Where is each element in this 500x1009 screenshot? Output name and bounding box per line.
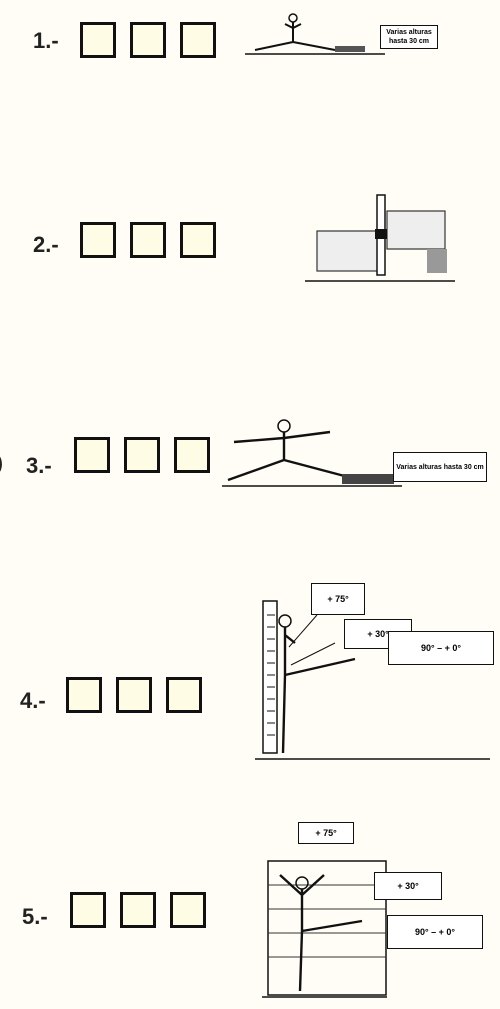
angle-label: + 75°: [298, 822, 354, 844]
checkbox[interactable]: [174, 437, 210, 473]
checkbox[interactable]: [166, 677, 202, 713]
height-label: Varias alturas hasta 30 cm: [393, 452, 487, 482]
split-exercise-illustration: [222, 419, 402, 487]
height-label: Varias alturas hasta 30 cm: [380, 25, 438, 49]
checkbox[interactable]: [80, 22, 116, 58]
exercise-number: 1.-: [33, 28, 59, 53]
checkbox[interactable]: [124, 437, 160, 473]
leg-raise-illustration: [262, 860, 387, 998]
checkbox[interactable]: [66, 677, 102, 713]
edge-mark: ): [0, 450, 3, 476]
split-exercise-illustration: [245, 13, 385, 55]
checkbox[interactable]: [130, 22, 166, 58]
exercise-number: 4.-: [20, 688, 46, 713]
angle-label: + 75°: [311, 583, 365, 615]
angle-label: + 30°: [374, 872, 442, 900]
exercise-number: 2.-: [33, 232, 59, 257]
checkbox[interactable]: [70, 892, 106, 928]
angle-label: 90° – + 0°: [388, 631, 494, 665]
exercise-number: 3.-: [26, 453, 52, 478]
leg-raise-illustration: [255, 600, 490, 760]
checkbox[interactable]: [180, 222, 216, 258]
checkbox[interactable]: [80, 222, 116, 258]
checkbox[interactable]: [130, 222, 166, 258]
checkbox[interactable]: [116, 677, 152, 713]
checkbox[interactable]: [74, 437, 110, 473]
checkbox[interactable]: [180, 22, 216, 58]
checkbox[interactable]: [120, 892, 156, 928]
checkbox[interactable]: [170, 892, 206, 928]
exercise-number: 5.-: [22, 904, 48, 929]
split-exercise-illustration: [305, 194, 455, 282]
angle-label: 90° – + 0°: [387, 915, 483, 949]
